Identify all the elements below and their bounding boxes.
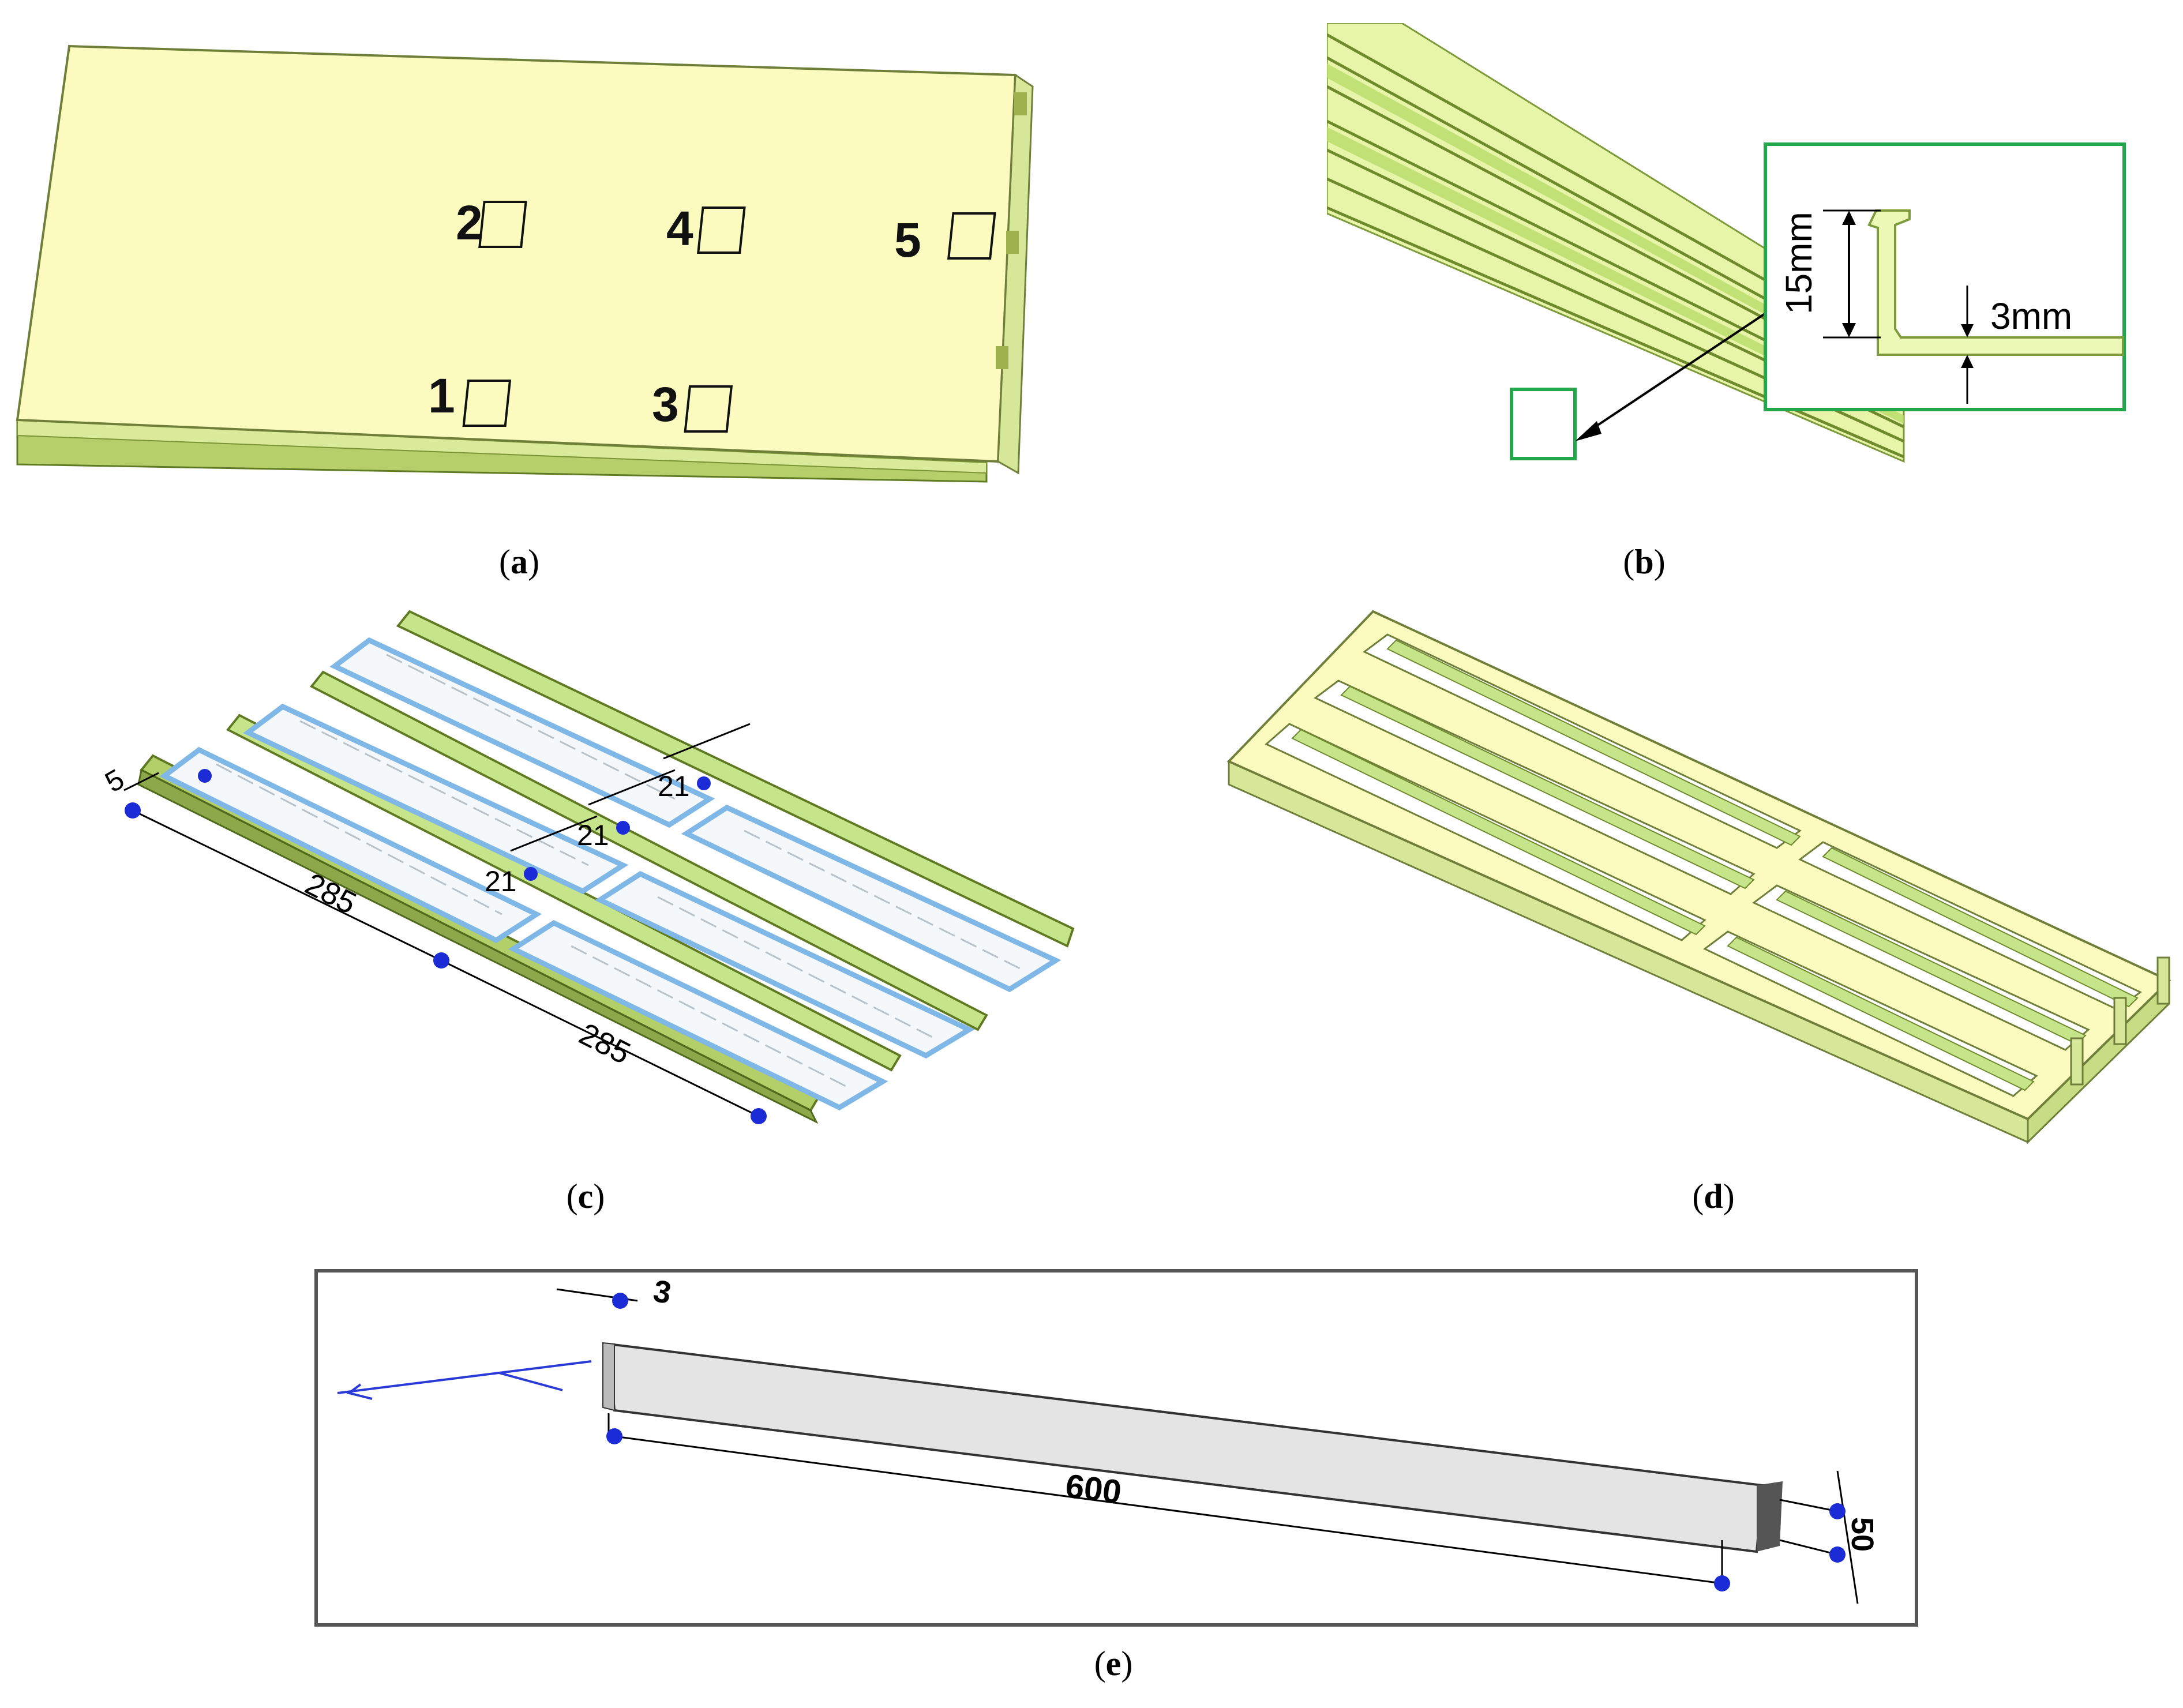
zoom-arrow <box>1585 305 1778 434</box>
marker-box-3 <box>684 385 733 433</box>
d-ribs <box>1291 639 2139 1091</box>
c-dim-21-c: 21 <box>485 865 517 898</box>
caption-e: (e) <box>1094 1645 1133 1683</box>
zoom-source-box <box>1510 388 1577 460</box>
t-profile <box>1867 209 2124 356</box>
c-dimensions <box>123 723 759 1117</box>
marker-box-4 <box>697 207 746 254</box>
marker-box-5 <box>947 212 996 260</box>
arrow-head <box>1842 211 1856 225</box>
c-points <box>125 769 767 1124</box>
arrow-head <box>1842 323 1856 337</box>
right-edge <box>997 73 1034 475</box>
panel-d-drawing <box>1226 610 2171 1144</box>
right-clip <box>1006 231 1019 254</box>
marker-box-1 <box>462 380 512 427</box>
marker-label-2: 2 <box>456 196 483 250</box>
arrow-head <box>1961 324 1974 337</box>
c-dim-5: 5 <box>100 763 130 798</box>
e-points <box>606 1293 1846 1591</box>
e-dim-600: 600 <box>1063 1467 1123 1511</box>
marker-box-2 <box>478 201 527 248</box>
dim-3mm-label: 3mm <box>1990 295 2072 337</box>
panel-b-drawing: 15mm 3mm <box>1327 23 2126 463</box>
panel-c: 5 285 285 21 21 21 <box>87 600 1125 1154</box>
rib-shading <box>1327 63 1904 424</box>
caption-a: (a) <box>499 543 539 581</box>
c-dim-21-a: 21 <box>658 770 690 802</box>
panel-e-drawing: 3 600 50 <box>314 1269 1918 1627</box>
zoom-arrow-head <box>1575 421 1601 441</box>
caption-b: (b) <box>1623 543 1666 581</box>
panel-c-drawing: 5 285 285 21 21 21 <box>100 610 1075 1124</box>
c-sketch-panels <box>159 637 1062 1111</box>
panel-a-drawing: 2 4 5 1 3 <box>16 44 1034 483</box>
marker-label-5: 5 <box>894 213 921 267</box>
right-clip <box>1014 92 1027 115</box>
marker-label-3: 3 <box>652 377 679 431</box>
panel-e: 3 600 50 <box>314 1269 1918 1627</box>
c-hatching <box>216 654 1022 1088</box>
beam-end <box>1757 1481 1783 1552</box>
marker-label-1: 1 <box>428 369 455 423</box>
panel-a: 2 4 5 1 3 <box>12 35 1038 496</box>
panel-b: 15mm 3mm <box>1327 23 2135 473</box>
marker-label-4: 4 <box>666 201 693 256</box>
d-end-ribs <box>2070 956 2170 1086</box>
caption-c: (c) <box>566 1177 605 1215</box>
panel-d <box>1223 600 2181 1154</box>
c-base-strip <box>137 768 819 1124</box>
e-dim-50: 50 <box>1845 1517 1880 1552</box>
caption-d: (d) <box>1692 1177 1735 1215</box>
c-dim-21-b: 21 <box>577 819 609 851</box>
e-sketch-axes <box>337 1360 592 1400</box>
e-dimensions <box>556 1288 1859 1604</box>
arrow-head <box>1961 355 1974 368</box>
top-plate <box>16 44 1017 463</box>
profile-inset <box>1764 142 2126 411</box>
dim-15mm-label: 15mm <box>1778 212 1820 314</box>
right-clip <box>996 346 1008 369</box>
beam-start <box>602 1342 615 1412</box>
